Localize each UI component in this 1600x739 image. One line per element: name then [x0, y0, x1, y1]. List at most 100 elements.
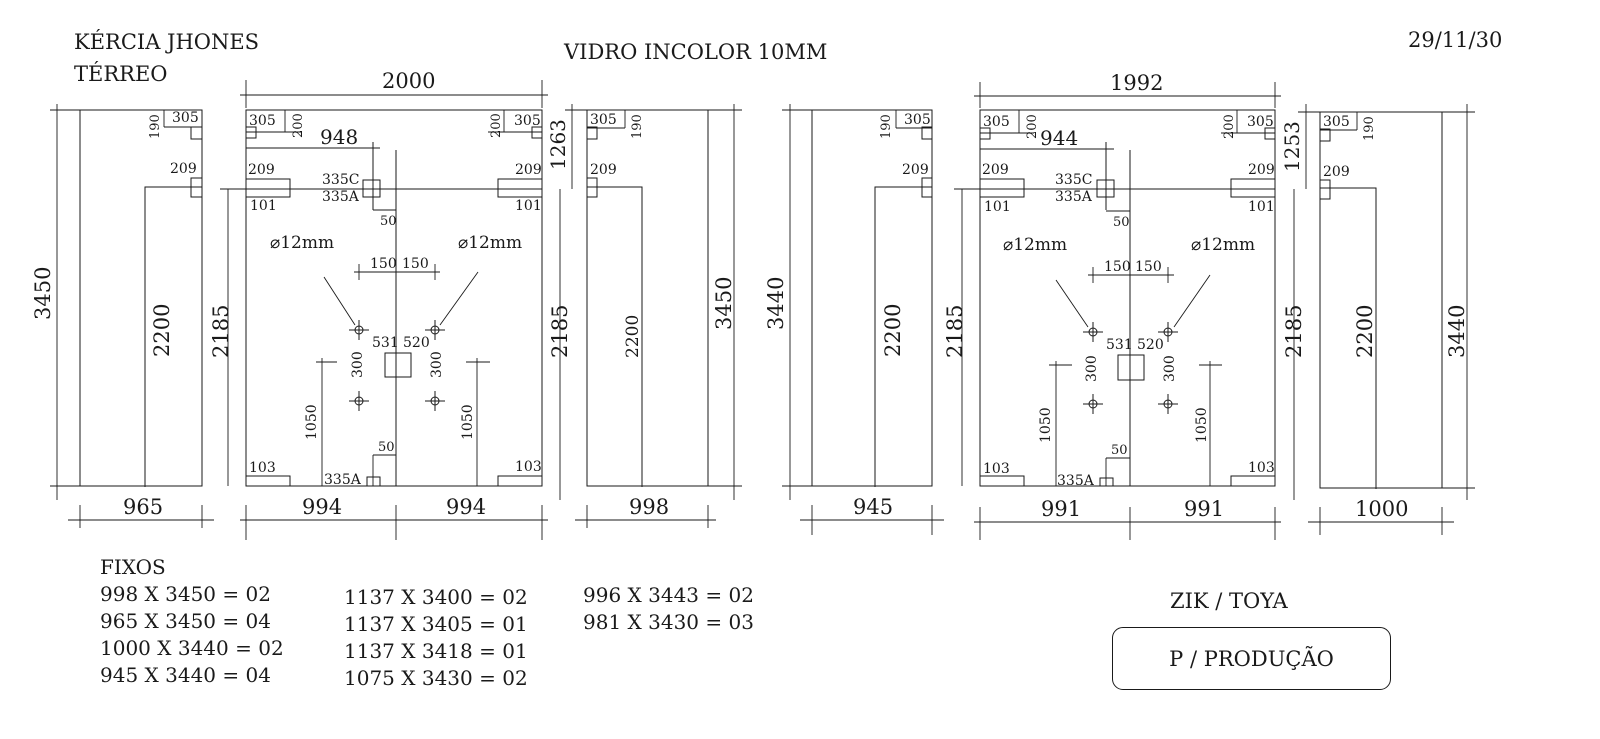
left-fixed-panel-a: 190 305 209 2200 3450 965 [31, 104, 214, 528]
bottom-lock-box [1099, 477, 1114, 487]
dim-label: 50 [380, 214, 397, 229]
floor-label: TÉRREO [74, 62, 168, 86]
dim-label: 335A [1055, 189, 1093, 205]
dim-label: 209 [982, 162, 1009, 178]
dim-label: 305 [1323, 114, 1350, 130]
dim-label: 2185 [1282, 305, 1306, 358]
top-notch [190, 126, 203, 140]
hole-mark [1158, 322, 1178, 342]
dim-label: 190 [148, 114, 163, 139]
dim-label: 2200 [150, 304, 174, 357]
dim-label: 335A [322, 189, 360, 205]
dim-label: 305 [590, 112, 617, 128]
dim-label: 994 [302, 495, 342, 519]
inner-cut-line [1320, 187, 1377, 489]
dim-label: 531 [372, 335, 399, 351]
dim-label: 209 [902, 162, 929, 178]
dim-label: 300 [1084, 355, 1100, 382]
right-fixed-panel-b: 305 190 209 2200 1253 3440 1000 [1280, 104, 1475, 535]
list-item: 1137 X 3400 = 02 [344, 585, 528, 609]
inner-cut-line [874, 186, 932, 487]
date-label: 29/11/30 [1408, 28, 1503, 52]
dim-label: 305 [1247, 114, 1274, 130]
panel-outline [245, 109, 543, 487]
dim-label: 335C [1055, 172, 1092, 188]
dim-label: 150 [370, 256, 397, 272]
dim-label: 103 [249, 460, 276, 476]
hole-label-left: ⌀12mm [1003, 235, 1067, 255]
dim-label: 3450 [31, 267, 55, 320]
door-panel-b: 305 200 200 305 944 209 101 209 101 335C… [943, 71, 1306, 540]
dim-label: 991 [1041, 497, 1081, 521]
panel-outline [586, 109, 709, 487]
top-notch-right [1264, 127, 1276, 140]
hole-label-right: ⌀12mm [458, 233, 522, 253]
side-notch [190, 177, 203, 198]
top-notch [921, 126, 933, 140]
dim-label: 1253 [1280, 121, 1304, 172]
hole-mark [349, 320, 369, 340]
dim-label: 998 [629, 495, 669, 519]
right-fixed-panel-a: 305 190 209 2200 1263 3450 998 [546, 104, 742, 528]
dim-label: 101 [515, 198, 542, 214]
dim-label: 2200 [623, 315, 643, 358]
list-item: 1137 X 3418 = 01 [344, 639, 528, 663]
top-notch-left [979, 127, 991, 140]
dim-label: 945 [853, 495, 893, 519]
list-item: 1137 X 3405 = 01 [344, 612, 528, 636]
dim-label: 2000 [382, 69, 435, 93]
leader-line [439, 271, 479, 326]
door-panel-a: 305 200 200 305 948 209 101 209 101 335C… [209, 69, 572, 540]
dim-label: 190 [630, 114, 645, 139]
hole-mark [349, 391, 369, 411]
list-item: 996 X 3443 = 02 [583, 583, 754, 607]
leader-line [323, 276, 356, 326]
dim-label: 948 [320, 125, 358, 149]
hole-mark [1083, 394, 1103, 414]
dim-label: 209 [590, 162, 617, 178]
dim-label: 150 [1135, 259, 1162, 275]
dim-label: 335A [324, 472, 362, 488]
hinge-right [1230, 178, 1276, 198]
page-title: VIDRO INCOLOR 10MM [564, 40, 828, 64]
dim-label: 50 [1111, 443, 1128, 458]
dim-label: 305 [249, 113, 276, 129]
hole-mark [1158, 394, 1178, 414]
dim-label: 103 [1248, 460, 1275, 476]
dim-label: 101 [1248, 199, 1275, 215]
side-notch [1319, 179, 1331, 200]
list-item: 965 X 3450 = 04 [100, 609, 271, 633]
bottom-lock-box [366, 476, 381, 487]
dim-label: 305 [983, 114, 1010, 130]
list-item: 1000 X 3440 = 02 [100, 636, 284, 660]
top-notch [1319, 128, 1331, 142]
dim-label: 101 [250, 198, 277, 214]
dim-label: 531 [1106, 337, 1133, 353]
top-notch-left [245, 126, 257, 139]
dim-label: 944 [1040, 126, 1078, 150]
list-item: 1075 X 3430 = 02 [344, 666, 528, 690]
production-stamp-label: P / PRODUÇÃO [1169, 646, 1334, 671]
dim-label: 209 [170, 161, 197, 177]
lock-box [362, 179, 381, 198]
panel-outline [811, 109, 933, 487]
dim-label: 150 [1104, 259, 1131, 275]
dim-label: 300 [429, 351, 445, 378]
dim-label: 190 [879, 114, 894, 139]
top-notch [586, 126, 598, 140]
dim-label: 1050 [304, 404, 320, 440]
dim-label: 103 [515, 459, 542, 475]
dim-label: 305 [514, 113, 541, 129]
bottom-pivot-right [1230, 475, 1276, 487]
list-col1: 998 X 3450 = 02 965 X 3450 = 04 1000 X 3… [100, 581, 284, 689]
list-col2: 1137 X 3400 = 02 1137 X 3405 = 01 1137 X… [344, 584, 528, 692]
dim-label: 1000 [1355, 497, 1408, 521]
dim-label: 994 [446, 495, 486, 519]
dim-label: 2185 [943, 305, 967, 358]
dim-label: 300 [350, 351, 366, 378]
dim-label: 520 [403, 335, 430, 351]
left-fixed-panel-b: 190 305 209 2200 3440 945 [764, 104, 944, 535]
dim-label: 991 [1184, 497, 1224, 521]
dim-label: 50 [1113, 215, 1130, 230]
